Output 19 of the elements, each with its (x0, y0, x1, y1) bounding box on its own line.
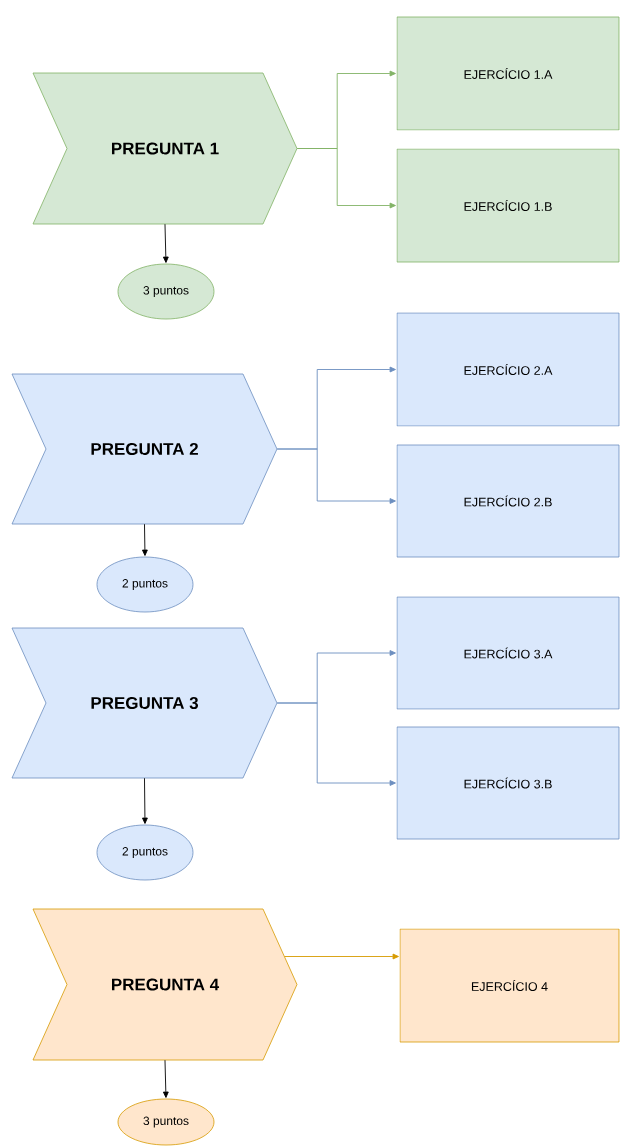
exercise-box: EJERCÍCIO 3.B (396, 726, 620, 840)
question-box: PREGUNTA 4 (32, 908, 298, 1061)
arrow (276, 702, 396, 786)
arrow (162, 1059, 169, 1098)
arrow (142, 523, 148, 556)
exercise-box: EJERCÍCIO 4 (399, 928, 620, 1043)
question-box: PREGUNTA 1 (32, 72, 298, 225)
exercise-box: EJERCÍCIO 2.B (396, 444, 620, 558)
question-box: PREGUNTA 2 (11, 373, 278, 525)
exercise-box: EJERCÍCIO 3.A (396, 596, 620, 710)
exercise-box: EJERCÍCIO 2.A (396, 312, 620, 427)
exercise-box: EJERCÍCIO 1.B (396, 148, 620, 263)
exercise-box: EJERCÍCIO 1.A (396, 16, 620, 131)
arrow (284, 953, 399, 960)
arrow (276, 448, 396, 504)
arrow (296, 148, 396, 209)
arrow (162, 223, 169, 263)
arrow (142, 777, 148, 824)
question-box: PREGUNTA 3 (11, 627, 278, 779)
